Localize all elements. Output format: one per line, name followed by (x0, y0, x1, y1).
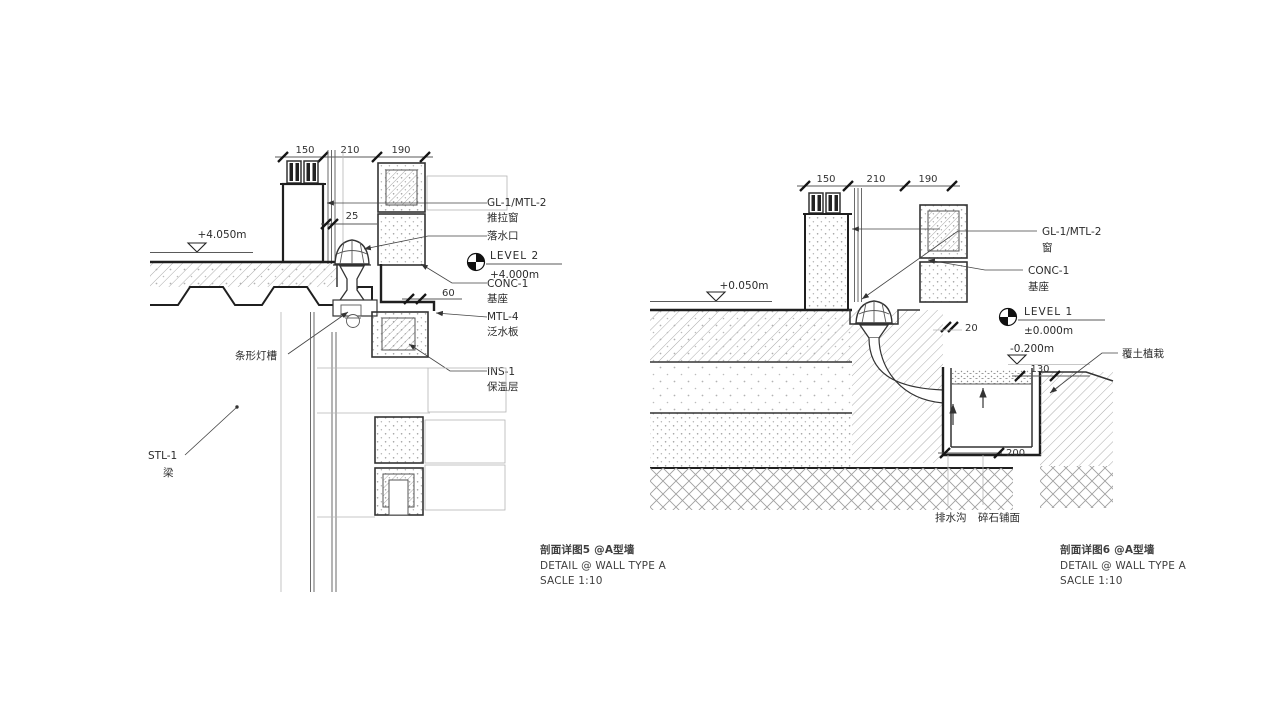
label-beam-name: 梁 (163, 466, 174, 479)
dim-210: 210 (340, 145, 359, 156)
dim-20: 20 (965, 323, 978, 334)
gravel-paving-layer (951, 369, 1032, 384)
glazing-mullion-lines-r (854, 188, 862, 302)
label-window-name-r: 窗 (1042, 241, 1053, 254)
label-base-name: 基座 (487, 292, 508, 305)
label-gravel: 碎石铺面 (978, 511, 1020, 524)
window-pedestal-r (804, 213, 849, 311)
level-2-value: +4.000m (490, 269, 539, 281)
label-beam-code: STL-1 (148, 450, 177, 462)
label-drainage: 排水沟 (935, 511, 967, 524)
right-title-zh: 剖面详图6 @A型墙 (1060, 543, 1155, 556)
window-frame-profiles (280, 160, 326, 185)
right-detail-drawing: 150 210 190 +0.0 (650, 174, 1187, 587)
precast-blocks-lower (371, 311, 507, 516)
dim-190: 190 (391, 145, 410, 156)
corrugated-deck (150, 286, 373, 312)
dim-150: 150 (295, 145, 314, 156)
label-drain: 落水口 (487, 230, 519, 242)
dim-130-group: 130 (1012, 364, 1090, 382)
left-title-en: DETAIL @ WALL TYPE A (540, 560, 667, 572)
metal-flashing (379, 264, 436, 311)
left-annotations: GL-1/MTL-2 推拉窗 落水口 CONC-1 基座 MTL-4 泛水板 I… (148, 197, 546, 479)
label-base-code-r: CONC-1 (1028, 265, 1069, 277)
left-title-block: 剖面详图5 @A型墙 DETAIL @ WALL TYPE A SACLE 1:… (540, 543, 667, 587)
right-top-dimension-line: 150 210 190 (797, 174, 960, 192)
dim-130: 130 (1030, 364, 1049, 375)
label-light-trough: 条形灯槽 (235, 349, 277, 362)
glazing-mullion-lines-upper (327, 150, 344, 264)
strip-light-trough (332, 299, 378, 328)
window-pedestal (281, 182, 325, 264)
glazing-mullion-lines-lower (280, 312, 430, 592)
level-0050: +0.050m (650, 280, 772, 302)
dim-210-r: 210 (866, 174, 885, 185)
level-1-name: LEVEL 1 (1024, 306, 1073, 318)
label-base-code: CONC-1 (487, 278, 528, 290)
dim-60-group: 60 (402, 288, 462, 305)
level-minus-0200-text: -0.200m (1010, 343, 1054, 355)
dim-25-group: 25 (320, 211, 377, 230)
dim-20-group: 20 (933, 321, 978, 334)
label-planting: 覆土植栽 (1122, 347, 1164, 360)
dim-190-r: 190 (918, 174, 937, 185)
left-top-dimension-line: 150 210 190 (275, 145, 433, 163)
roof-drain-dome (333, 239, 371, 304)
window-frame-profiles-r (803, 192, 852, 215)
label-base-name-r: 基座 (1028, 280, 1049, 293)
right-title-scale: SACLE 1:10 (1060, 575, 1123, 587)
right-title-en: DETAIL @ WALL TYPE A (1060, 560, 1187, 572)
level-4050: +4.050m (150, 229, 253, 253)
dim-200-group: 200 (938, 447, 1025, 459)
level-2-marker: LEVEL 2 +4.000m (466, 250, 562, 281)
level-minus-0200: -0.200m (1006, 343, 1090, 365)
label-window-code-r: GL-1/MTL-2 (1042, 226, 1101, 238)
level-1-marker: LEVEL 1 ±0.000m (998, 306, 1105, 337)
label-window-code: GL-1/MTL-2 (487, 197, 546, 209)
level-1-value: ±0.000m (1024, 325, 1073, 337)
dim-200: 200 (1006, 448, 1025, 459)
label-window-name: 推拉窗 (487, 211, 519, 224)
dim-150-r: 150 (816, 174, 835, 185)
label-flashing-code: MTL-4 (487, 311, 519, 323)
ground-slab (650, 308, 1013, 510)
left-title-scale: SACLE 1:10 (540, 575, 603, 587)
roof-slab (150, 260, 373, 312)
floor-drain-dome (854, 300, 944, 404)
precast-blocks-upper (377, 162, 508, 266)
level-0050-text: +0.050m (719, 280, 768, 292)
dim-60: 60 (442, 288, 455, 299)
label-insulation-name: 保温层 (487, 380, 519, 393)
label-insulation-code: INS-1 (487, 366, 515, 378)
level-2-name: LEVEL 2 (490, 250, 539, 262)
right-annotations: GL-1/MTL-2 窗 CONC-1 基座 覆土植栽 排水沟 碎石铺面 (852, 226, 1164, 524)
left-detail-drawing: 150 210 190 (148, 145, 667, 592)
precast-blocks-r (919, 204, 968, 303)
left-title-zh: 剖面详图5 @A型墙 (540, 543, 635, 556)
label-flashing-name: 泛水板 (487, 325, 519, 338)
right-title-block: 剖面详图6 @A型墙 DETAIL @ WALL TYPE A SACLE 1:… (1060, 543, 1187, 587)
dim-25: 25 (346, 211, 359, 222)
level-4050-text: +4.050m (197, 229, 246, 241)
